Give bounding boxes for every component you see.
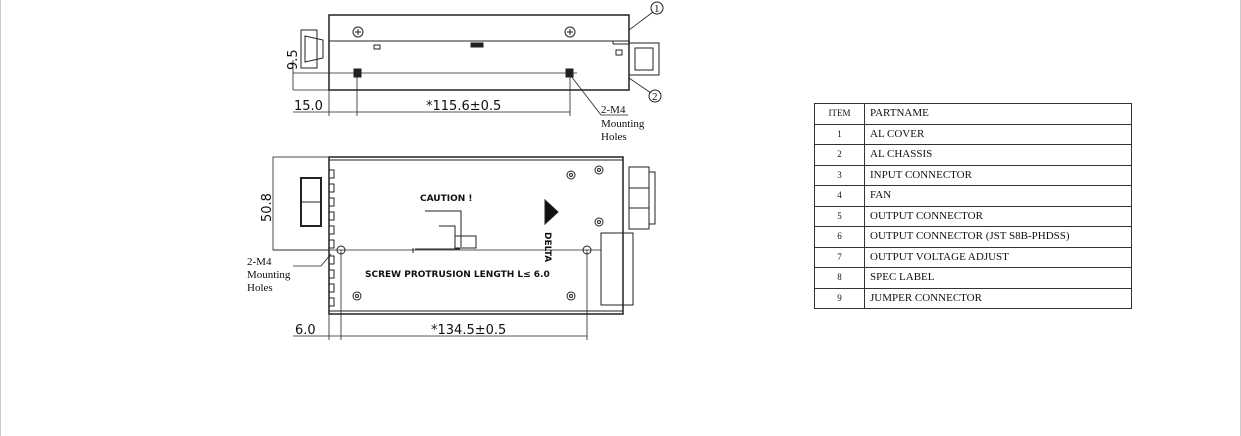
callout-circle bbox=[648, 89, 662, 103]
item-number: 5 bbox=[814, 205, 865, 227]
dim-offset-bottom: 6.0 bbox=[295, 323, 316, 338]
callout-2: 2 bbox=[652, 91, 658, 103]
part-name: SPEC LABEL bbox=[864, 267, 1132, 289]
delta-logo-triangle bbox=[544, 198, 559, 226]
part-name: FAN bbox=[864, 185, 1132, 207]
part-name: OUTPUT CONNECTOR (JST S8B-PHDSS) bbox=[864, 226, 1132, 248]
table-header-row: ITEM PARTNAME bbox=[814, 103, 1132, 125]
hex-screw-icon bbox=[566, 291, 576, 301]
header-item: ITEM bbox=[814, 103, 865, 125]
callout-circle bbox=[650, 1, 664, 15]
hex-screw-icon bbox=[352, 291, 362, 301]
bottom-view: DELTA CAUTION ! SCREW PROTRUSION LENGTH … bbox=[247, 156, 656, 340]
part-name: OUTPUT VOLTAGE ADJUST bbox=[864, 246, 1132, 268]
part-name: AL CHASSIS bbox=[864, 144, 1132, 166]
holes-label-line3: Holes bbox=[601, 131, 627, 143]
part-name: INPUT CONNECTOR bbox=[864, 164, 1132, 186]
input-connector-side bbox=[300, 29, 324, 69]
hex-screw-icon bbox=[594, 165, 604, 175]
dim-hole-spacing-top: *115.6±0.5 bbox=[426, 99, 501, 114]
caution-label: CAUTION ! bbox=[420, 194, 473, 204]
holes-label-line1: 2-M4 bbox=[601, 104, 626, 116]
top-view-housing bbox=[328, 14, 630, 91]
dim-offset-top: 15.0 bbox=[294, 99, 323, 114]
hex-screw-icon bbox=[594, 217, 604, 227]
dim-height-bottom: 50.8 bbox=[260, 193, 275, 222]
hex-screw-icon bbox=[566, 170, 576, 180]
screw-icon bbox=[564, 26, 576, 38]
item-number: 9 bbox=[814, 287, 865, 309]
output-connector-box bbox=[600, 232, 634, 306]
fan-vents bbox=[329, 169, 335, 307]
output-connector-side bbox=[628, 42, 660, 76]
holes-label-line1: 2-M4 bbox=[247, 256, 272, 268]
part-name: JUMPER CONNECTOR bbox=[864, 287, 1132, 309]
holes-label-line2: Mounting bbox=[601, 118, 645, 130]
item-number: 3 bbox=[814, 164, 865, 186]
item-number: 2 bbox=[814, 144, 865, 166]
screw-protrusion-note: SCREW PROTRUSION LENGTH L≤ 6.0 bbox=[365, 270, 550, 280]
screw-icon bbox=[352, 26, 364, 38]
item-number: 1 bbox=[814, 123, 865, 145]
part-name: OUTPUT CONNECTOR bbox=[864, 205, 1132, 227]
holes-label-line2: Mounting bbox=[247, 269, 291, 281]
dim-height-top: 9.5 bbox=[286, 49, 301, 70]
output-terminal-block bbox=[628, 166, 656, 230]
item-number: 8 bbox=[814, 267, 865, 289]
delta-logo-text: DELTA bbox=[542, 232, 552, 262]
item-number: 7 bbox=[814, 246, 865, 268]
top-view: 1 2 9.5 15.0 *115.6±0.5 2-M4 Mounting Ho… bbox=[286, 1, 664, 143]
dim-hole-spacing-bottom: *134.5±0.5 bbox=[431, 323, 506, 338]
header-partname: PARTNAME bbox=[864, 103, 1132, 125]
item-number: 4 bbox=[814, 185, 865, 207]
holes-label-line3: Holes bbox=[247, 282, 273, 294]
part-name: AL COVER bbox=[864, 123, 1132, 145]
callout-1: 1 bbox=[654, 3, 660, 15]
item-number: 6 bbox=[814, 226, 865, 248]
